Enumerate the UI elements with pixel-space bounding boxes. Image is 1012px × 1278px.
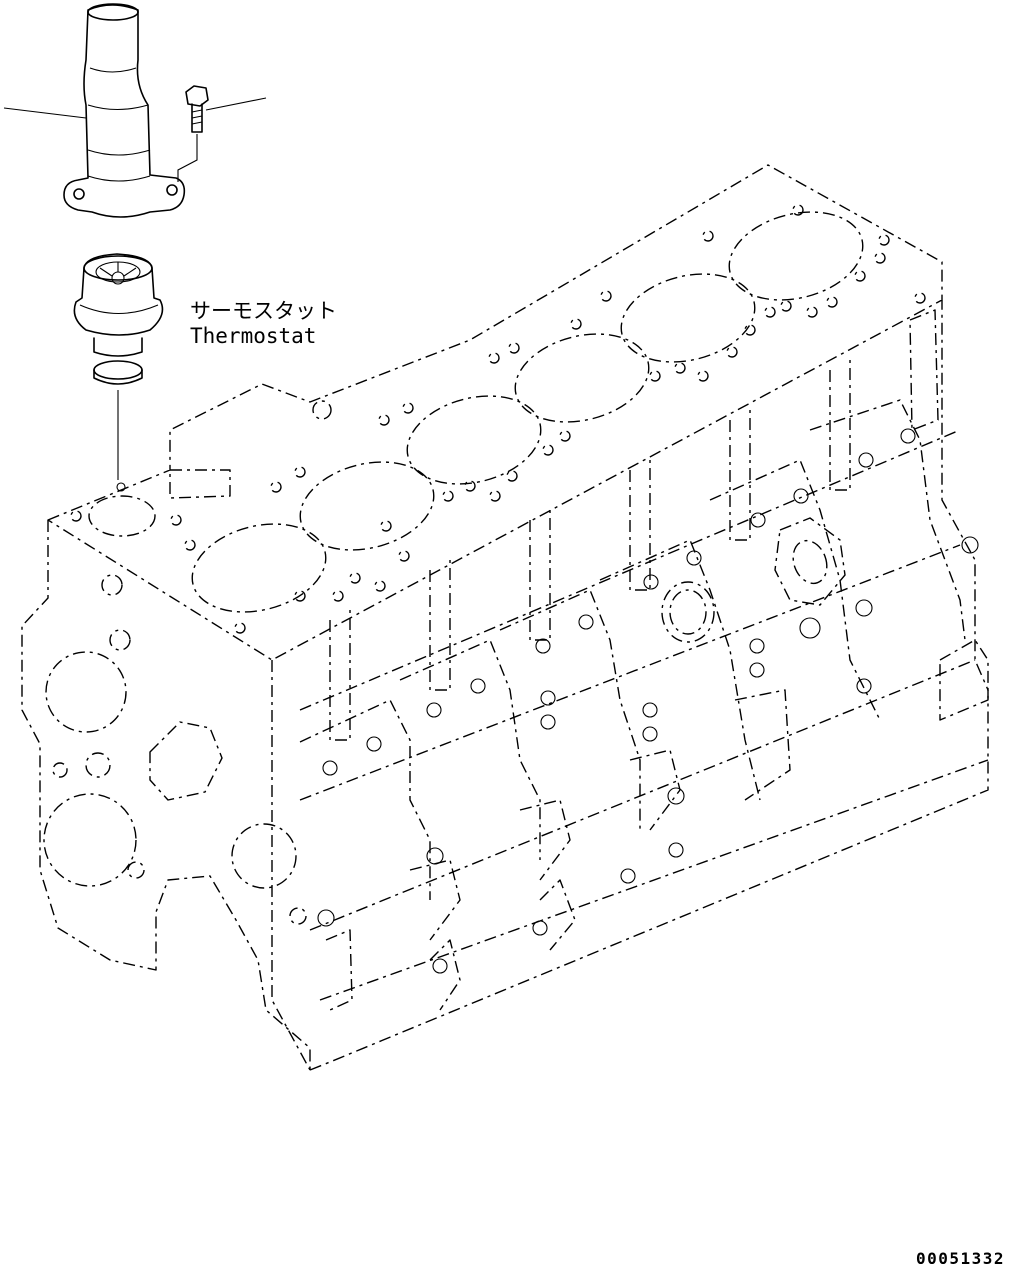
bolt-leader-line [205,97,267,111]
figure-code: 00051332 [916,1249,1005,1268]
bolt [177,85,209,182]
thermostat-label-en: Thermostat [190,324,316,348]
thermostat [73,253,164,385]
housing-leader-line [3,107,87,119]
thermostat-label-jp: サーモスタット [190,299,337,323]
water-outlet-housing [63,3,186,218]
cylinder-block [21,164,989,1071]
